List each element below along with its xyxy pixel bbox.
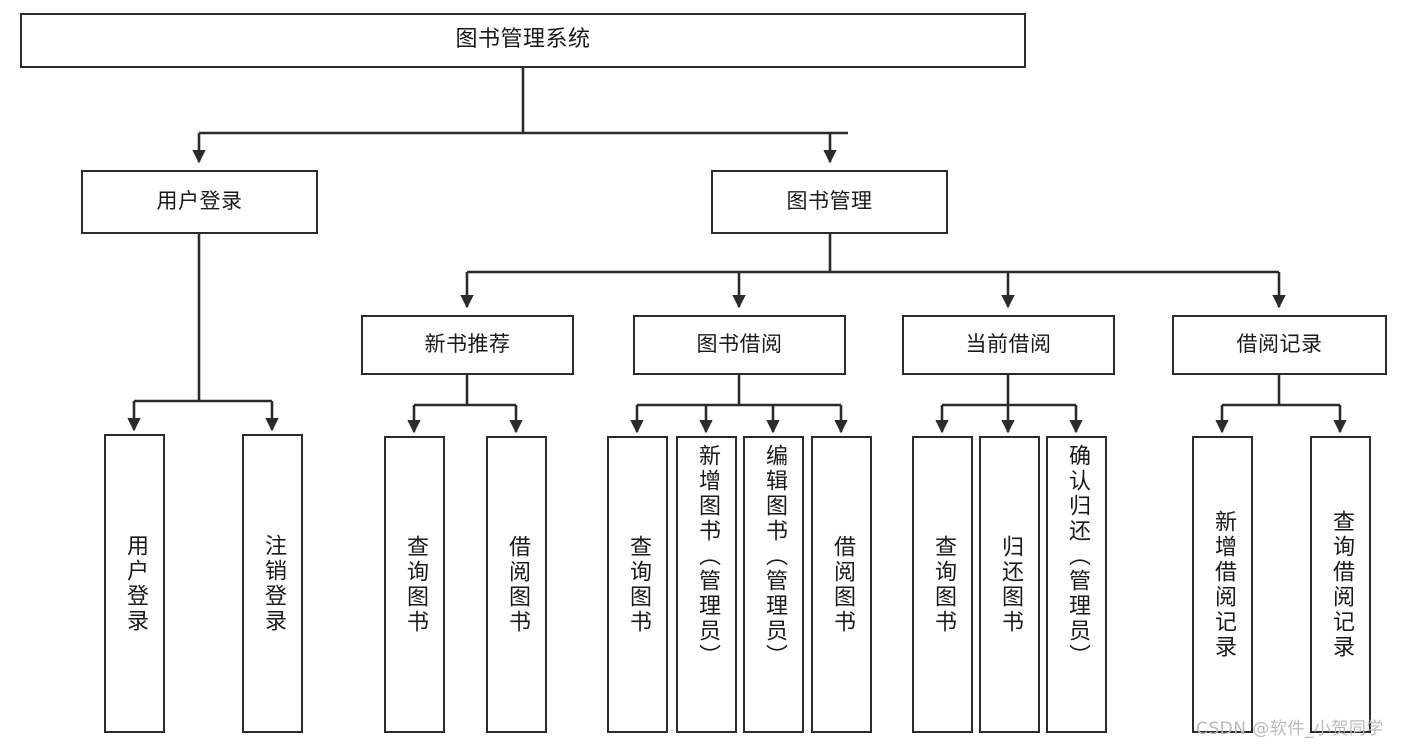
node-new-book-recommend[interactable]: 新书推荐 bbox=[361, 315, 574, 375]
node-label: 编辑图书（管理员） bbox=[761, 444, 787, 669]
leaf-edit-book-admin[interactable]: 编辑图书（管理员） bbox=[743, 436, 804, 733]
leaf-user-login[interactable]: 用户登录 bbox=[104, 434, 165, 733]
leaf-return-book[interactable]: 归还图书 bbox=[979, 436, 1040, 733]
node-label: 新增图书（管理员） bbox=[694, 444, 720, 669]
node-borrow-record[interactable]: 借阅记录 bbox=[1172, 315, 1387, 375]
node-label: 图书管理系统 bbox=[455, 27, 591, 53]
leaf-borrow-book[interactable]: 借阅图书 bbox=[811, 436, 872, 733]
node-label: 查询图书 bbox=[930, 534, 956, 635]
node-label: 确认归还（管理员） bbox=[1064, 444, 1090, 669]
node-label: 新书推荐 bbox=[424, 332, 511, 357]
csdn-watermark: CSDN @软件_小贺同学 bbox=[1196, 719, 1384, 739]
node-label: 注销登录 bbox=[260, 533, 286, 634]
node-label: 用户登录 bbox=[122, 533, 148, 634]
node-label: 当前借阅 bbox=[965, 332, 1052, 357]
node-label: 借阅图书 bbox=[829, 534, 855, 635]
node-label: 图书借阅 bbox=[696, 332, 783, 357]
leaf-add-borrow-record[interactable]: 新增借阅记录 bbox=[1192, 436, 1253, 733]
node-root-book-management-system[interactable]: 图书管理系统 bbox=[20, 13, 1026, 68]
node-user-login[interactable]: 用户登录 bbox=[81, 170, 318, 234]
node-label: 图书管理 bbox=[786, 189, 873, 214]
leaf-query-book-borrow[interactable]: 查询图书 bbox=[607, 436, 668, 733]
leaf-add-book-admin[interactable]: 新增图书（管理员） bbox=[676, 436, 737, 733]
node-label: 查询图书 bbox=[625, 534, 651, 635]
leaf-logout-login[interactable]: 注销登录 bbox=[242, 434, 303, 733]
node-book-management[interactable]: 图书管理 bbox=[711, 170, 948, 234]
node-label: 借阅图书 bbox=[504, 534, 530, 635]
node-label: 查询借阅记录 bbox=[1328, 509, 1354, 660]
node-label: 归还图书 bbox=[997, 534, 1023, 635]
leaf-borrow-book-recommend[interactable]: 借阅图书 bbox=[486, 436, 547, 733]
node-label: 用户登录 bbox=[156, 189, 243, 214]
node-label: 新增借阅记录 bbox=[1210, 509, 1236, 660]
node-current-borrow[interactable]: 当前借阅 bbox=[902, 315, 1115, 375]
node-book-borrow[interactable]: 图书借阅 bbox=[633, 315, 846, 375]
leaf-query-borrow-record[interactable]: 查询借阅记录 bbox=[1310, 436, 1371, 733]
node-label: 借阅记录 bbox=[1236, 332, 1323, 357]
leaf-query-book-recommend[interactable]: 查询图书 bbox=[384, 436, 445, 733]
leaf-query-book-current[interactable]: 查询图书 bbox=[912, 436, 973, 733]
node-label: 查询图书 bbox=[402, 534, 428, 635]
leaf-confirm-return-admin[interactable]: 确认归还（管理员） bbox=[1046, 436, 1107, 733]
